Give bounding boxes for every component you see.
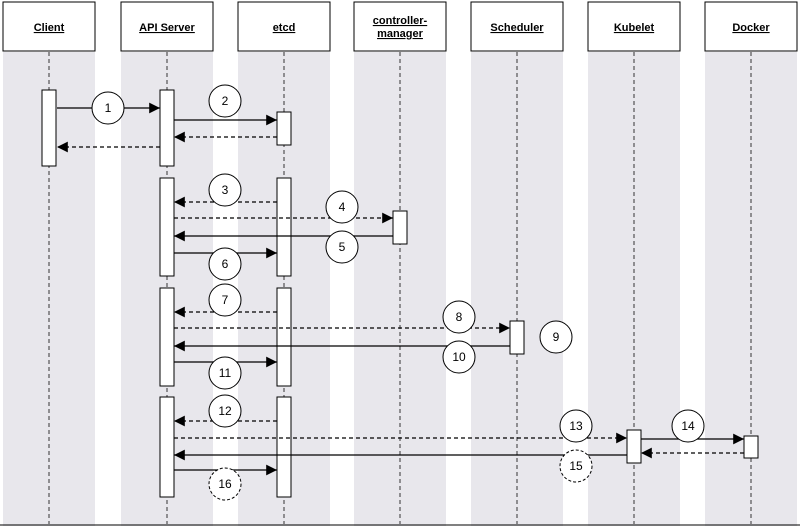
step-circle xyxy=(442,300,476,334)
step-circle xyxy=(208,356,242,390)
step-circle xyxy=(208,84,242,118)
step-number: 1 xyxy=(105,101,112,115)
step-number: 11 xyxy=(219,366,232,380)
step-number: 10 xyxy=(452,350,466,364)
step-circle xyxy=(91,91,125,125)
activation-kubelet xyxy=(626,429,642,464)
step-circle xyxy=(325,190,359,224)
participant-docker: Docker xyxy=(704,1,798,52)
step-marker-9: 9 xyxy=(539,320,573,354)
step-marker-7: 7 xyxy=(208,283,242,317)
step-circle xyxy=(539,320,573,354)
step-circle xyxy=(325,230,359,264)
step-number: 8 xyxy=(456,310,463,324)
activation-api xyxy=(159,177,175,277)
step-number: 2 xyxy=(222,94,229,108)
step-marker-8: 8 xyxy=(442,300,476,334)
step-number: 6 xyxy=(222,257,229,271)
step-number: 9 xyxy=(553,330,560,344)
step-number: 3 xyxy=(222,183,229,197)
participant-client: Client xyxy=(2,1,96,52)
participant-box xyxy=(120,1,214,52)
step-marker-10: 10 xyxy=(442,340,476,374)
step-circle xyxy=(208,394,242,428)
step-marker-11: 11 xyxy=(208,356,242,390)
participant-sched: Scheduler xyxy=(470,1,564,52)
step-circle xyxy=(208,283,242,317)
activation-client xyxy=(41,89,57,167)
activation-etcd xyxy=(276,396,292,498)
participant-cm: controller-manager xyxy=(353,1,447,52)
activation-etcd xyxy=(276,287,292,387)
step-marker-1: 1 xyxy=(91,91,125,125)
step-number: 15 xyxy=(569,459,583,473)
participant-label: Client xyxy=(34,22,65,34)
step-number: 7 xyxy=(222,293,229,307)
participant-label: API Server xyxy=(139,22,195,34)
participant-label: Kubelet xyxy=(614,22,655,34)
step-circle xyxy=(208,467,242,501)
step-number: 13 xyxy=(569,419,583,433)
participant-label: etcd xyxy=(273,22,296,34)
participant-api: API Server xyxy=(120,1,214,52)
step-circle xyxy=(208,247,242,281)
activation-etcd xyxy=(276,177,292,277)
step-marker-15: 15 xyxy=(559,449,593,483)
participant-headers: Client API Server etcd controller-manager Sc… xyxy=(2,1,798,52)
step-circle xyxy=(559,449,593,483)
participant-label: Scheduler xyxy=(490,22,544,34)
participant-box xyxy=(587,1,681,52)
step-circle xyxy=(442,340,476,374)
participant-box xyxy=(2,1,96,52)
step-circle xyxy=(671,409,705,443)
participant-box xyxy=(237,1,331,52)
activation-api xyxy=(159,287,175,387)
participant-label: Docker xyxy=(732,22,770,34)
step-number: 14 xyxy=(681,419,695,433)
activation-api xyxy=(159,396,175,498)
participant-box xyxy=(704,1,798,52)
activation-docker xyxy=(743,435,759,459)
step-marker-16: 16 xyxy=(208,467,242,501)
participant-box xyxy=(353,1,447,52)
step-marker-13: 13 xyxy=(559,409,593,443)
activation-bars xyxy=(41,89,759,498)
participant-label: controller-manager xyxy=(373,15,428,40)
step-marker-4: 4 xyxy=(325,190,359,224)
activation-etcd xyxy=(276,111,292,146)
step-marker-5: 5 xyxy=(325,230,359,264)
step-number: 12 xyxy=(218,404,232,418)
participant-box xyxy=(470,1,564,52)
step-number: 4 xyxy=(339,200,346,214)
step-number: 16 xyxy=(218,477,232,491)
step-circle xyxy=(208,173,242,207)
step-marker-2: 2 xyxy=(208,84,242,118)
participant-etcd: etcd xyxy=(237,1,331,52)
step-number: 5 xyxy=(339,240,346,254)
activation-api xyxy=(159,89,175,167)
step-marker-3: 3 xyxy=(208,173,242,207)
step-marker-12: 12 xyxy=(208,394,242,428)
step-marker-6: 6 xyxy=(208,247,242,281)
step-circle xyxy=(559,409,593,443)
activation-sched xyxy=(509,320,525,355)
activation-cm xyxy=(392,210,408,245)
participant-kubelet: Kubelet xyxy=(587,1,681,52)
step-marker-14: 14 xyxy=(671,409,705,443)
